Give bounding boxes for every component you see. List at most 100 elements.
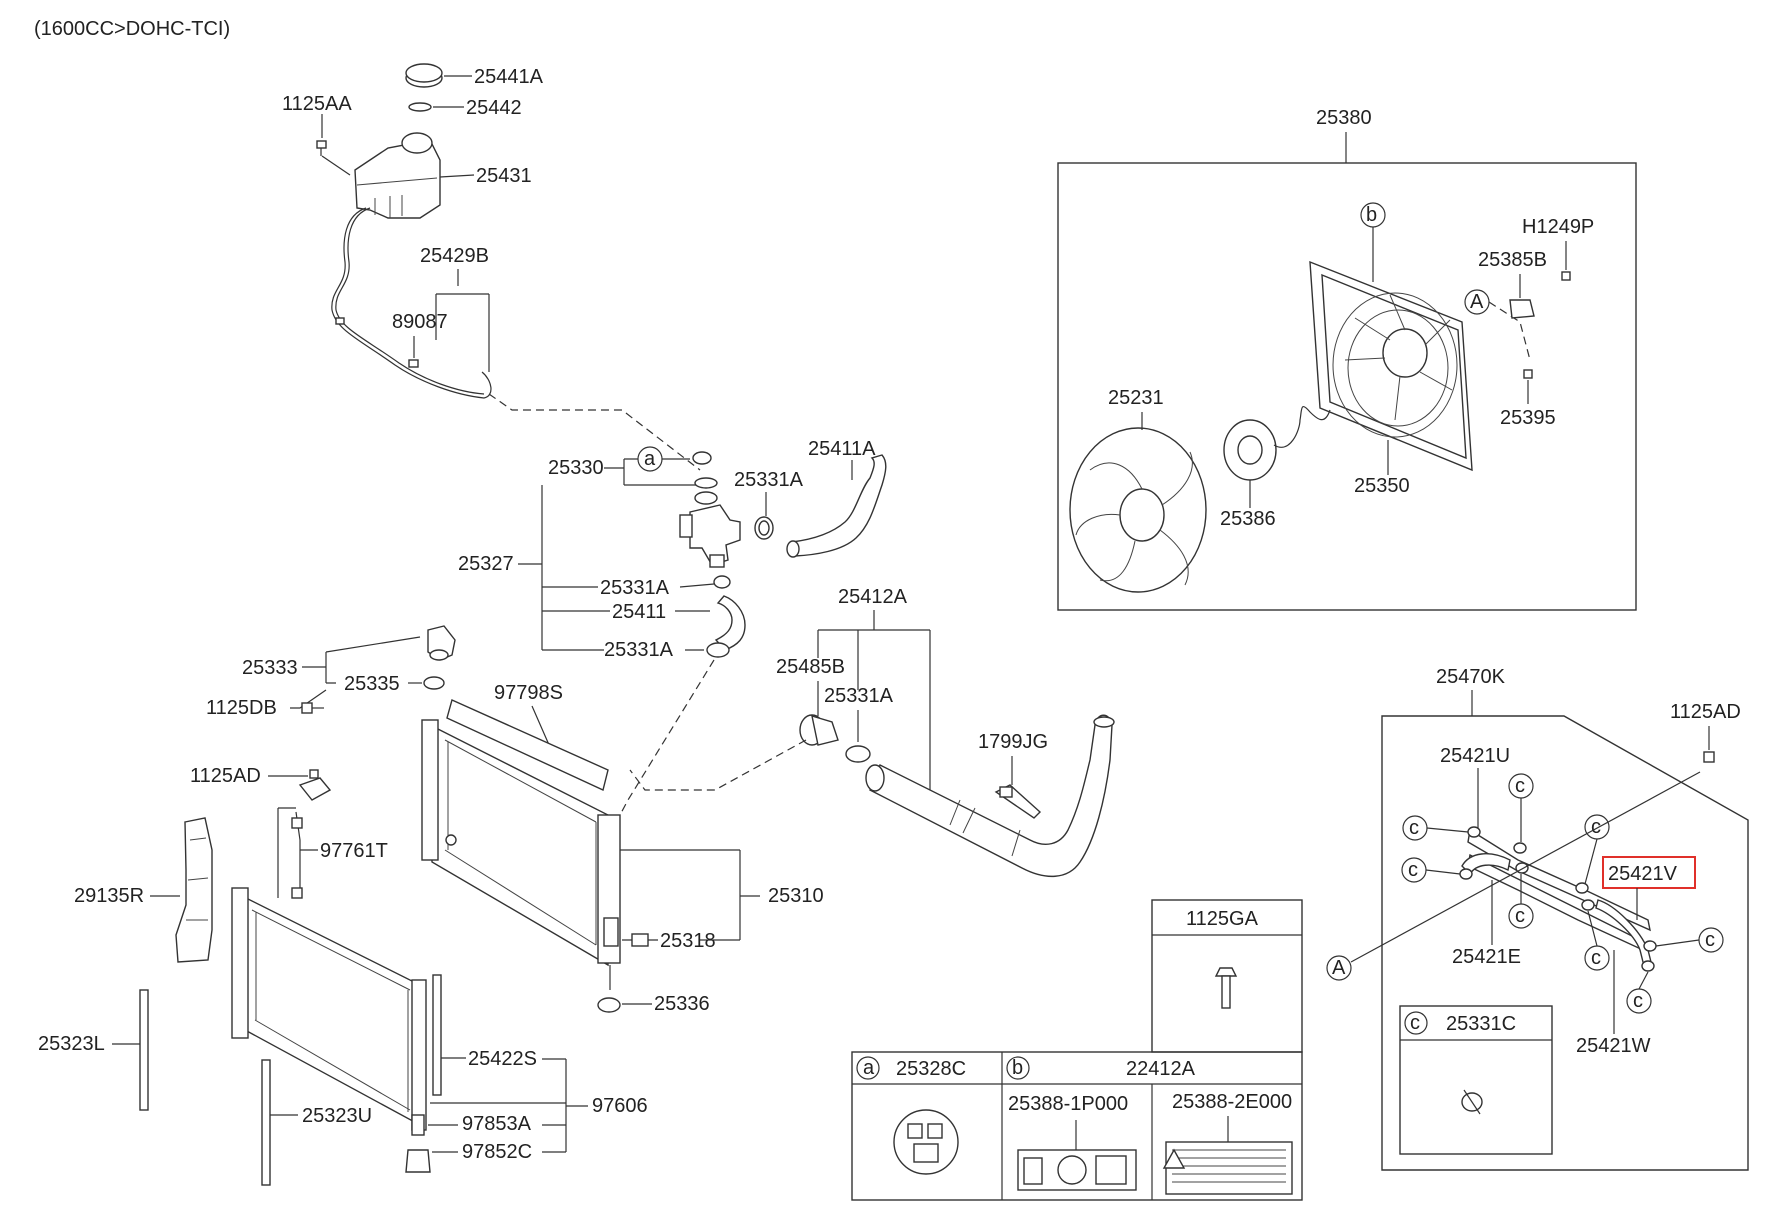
fan-shroud-25350[interactable]	[1309, 260, 1473, 472]
clamp-25331A-4[interactable]	[845, 745, 871, 763]
reservoir-cap[interactable]	[405, 63, 443, 88]
drier-97853A[interactable]	[411, 1114, 425, 1136]
reservoir-hose[interactable]	[331, 207, 492, 399]
part-label-25429B[interactable]: 25429B	[420, 245, 489, 267]
part-label-97853A[interactable]: 97853A	[462, 1113, 532, 1135]
part-label-25318[interactable]: 25318	[660, 930, 716, 952]
fan-blade-25231[interactable]	[1069, 427, 1207, 593]
part-label-25442[interactable]: 25442	[466, 97, 522, 119]
cap-97852C[interactable]	[405, 1149, 431, 1173]
bracket-97761T[interactable]	[291, 777, 332, 899]
clamps-25331C[interactable]	[1459, 826, 1657, 972]
clip-25395[interactable]	[1523, 369, 1533, 379]
part-label-25231[interactable]: 25231	[1108, 387, 1164, 409]
table-label-25328C[interactable]: 25328C	[896, 1058, 966, 1080]
part-label-25421W[interactable]: 25421W	[1576, 1035, 1651, 1057]
part-label-1125AD-1[interactable]: 1125AD	[190, 765, 261, 787]
warning-label-25388-2E000[interactable]	[1162, 1116, 1293, 1195]
part-label-97606[interactable]: 97606	[592, 1095, 648, 1117]
seal-25323L[interactable]	[139, 989, 149, 1111]
resistor-25385B[interactable]	[1509, 299, 1535, 319]
clamp-25331A-2[interactable]	[713, 575, 731, 589]
hose-25411[interactable]	[714, 595, 746, 651]
screw-H1249P[interactable]	[1561, 271, 1571, 281]
hose-clip-89087[interactable]	[408, 359, 419, 368]
reservoir-cap-seal[interactable]	[408, 102, 432, 112]
part-label-25331A-1[interactable]: 25331A	[734, 469, 804, 491]
part-label-25336[interactable]: 25336	[654, 993, 710, 1015]
part-label-25323U[interactable]: 25323U	[302, 1105, 372, 1127]
part-label-25335[interactable]: 25335	[344, 673, 400, 695]
part-label-25330[interactable]: 25330	[548, 457, 604, 479]
part-label-25411[interactable]: 25411	[612, 601, 666, 623]
part-label-25385B[interactable]: 25385B	[1478, 249, 1547, 271]
table-label-22412A[interactable]: 22412A	[1126, 1058, 1196, 1080]
part-label-25485B[interactable]: 25485B	[776, 656, 845, 678]
condenser-97606[interactable]	[231, 887, 427, 1131]
hose-fitting-25485B[interactable]	[799, 714, 839, 746]
part-label-25350[interactable]: 25350	[1354, 475, 1410, 497]
part-label-25411A[interactable]: 25411A	[808, 438, 876, 460]
radiator-25310[interactable]	[421, 719, 621, 967]
bolt-1125AA[interactable]	[316, 140, 327, 156]
part-label-25421V[interactable]: 25421V	[1608, 863, 1678, 885]
part-label-1125AD-2[interactable]: 1125AD	[1670, 701, 1741, 723]
clamp-25331C-icon[interactable]	[1461, 1089, 1483, 1115]
mount-25336[interactable]	[597, 997, 621, 1013]
part-label-25412A[interactable]: 25412A	[838, 586, 908, 608]
table-label-25388-1P000[interactable]: 25388-1P000	[1008, 1093, 1128, 1115]
part-label-25331A-3[interactable]: 25331A	[604, 639, 674, 661]
clip-1799JG[interactable]	[994, 784, 1042, 819]
part-label-89087[interactable]: 89087	[392, 311, 448, 333]
part-label-97852C[interactable]: 97852C	[462, 1141, 532, 1163]
seal-25422S[interactable]	[432, 974, 442, 1096]
hoses-25421[interactable]	[1461, 828, 1653, 967]
part-label-25333[interactable]: 25333	[242, 657, 298, 679]
part-label-25422S[interactable]: 25422S	[468, 1048, 537, 1070]
part-label-25421E[interactable]: 25421E	[1452, 946, 1521, 968]
part-label-25323L[interactable]: 25323L	[38, 1033, 105, 1055]
part-label-25421U[interactable]: 25421U	[1440, 745, 1510, 767]
cap-label-25328C[interactable]	[893, 1109, 959, 1175]
part-label-25386[interactable]: 25386	[1220, 508, 1276, 530]
table-label-25331C[interactable]: 25331C	[1446, 1013, 1516, 1035]
bolt-1125AD-1[interactable]	[268, 769, 319, 779]
part-label-1799JG[interactable]: 1799JG	[978, 731, 1048, 753]
part-label-25327[interactable]: 25327	[458, 553, 514, 575]
part-label-25310[interactable]: 25310	[768, 885, 824, 907]
part-label-1125AA[interactable]: 1125AA	[282, 93, 352, 115]
lower-hose-25412A[interactable]	[865, 714, 1115, 878]
seal-strip-97798S[interactable]	[446, 699, 609, 791]
bolt-1125GA[interactable]	[1214, 967, 1238, 1009]
part-label-29135R[interactable]: 29135R	[74, 885, 144, 907]
part-label-H1249P[interactable]: H1249P	[1522, 216, 1594, 238]
part-label-25331A-4[interactable]: 25331A	[824, 685, 894, 707]
thermostat-housing[interactable]	[679, 504, 741, 568]
thermostat-cap-seal[interactable]	[692, 451, 712, 465]
part-label-25395[interactable]: 25395	[1500, 407, 1556, 429]
sensor-25318[interactable]	[622, 933, 658, 947]
part-label-25380[interactable]: 25380	[1316, 107, 1372, 129]
part-label-25470K[interactable]: 25470K	[1436, 666, 1506, 688]
bracket-25333[interactable]	[427, 625, 456, 661]
part-label-25431[interactable]: 25431	[476, 165, 532, 187]
table-label-25388-2E000[interactable]: 25388-2E000	[1172, 1091, 1292, 1113]
bolt-1125DB[interactable]	[301, 702, 324, 714]
fan-motor-25386[interactable]	[1223, 406, 1331, 481]
part-label-25441A[interactable]: 25441A	[474, 66, 544, 88]
air-guard-29135R[interactable]	[175, 817, 213, 963]
upper-hose-25411A[interactable]	[786, 454, 887, 558]
part-label-97761T[interactable]: 97761T	[320, 840, 388, 862]
clamp-25331A-upper[interactable]	[754, 516, 774, 540]
callout-c-legend: c	[1410, 1012, 1420, 1034]
mount-25335[interactable]	[423, 676, 445, 690]
warning-label-25388-1P000[interactable]	[1017, 1120, 1137, 1191]
reservoir-tank[interactable]	[354, 132, 441, 219]
part-label-25331A-2[interactable]: 25331A	[600, 577, 670, 599]
part-label-1125DB[interactable]: 1125DB	[206, 697, 277, 719]
part-label-97798S[interactable]: 97798S	[494, 682, 563, 704]
clamp-25331A-3[interactable]	[706, 642, 730, 658]
bolt-1125AD-2[interactable]	[1703, 726, 1715, 763]
table-label-1125GA[interactable]: 1125GA	[1186, 908, 1259, 930]
seal-25323U[interactable]	[261, 1059, 271, 1186]
